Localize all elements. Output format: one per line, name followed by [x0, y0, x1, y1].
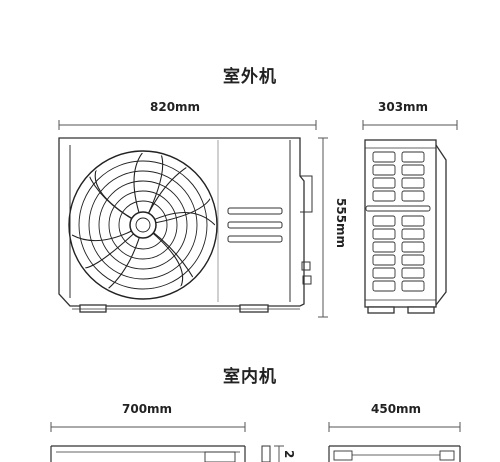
- indoor-depth-dimension-line: [328, 422, 461, 432]
- outdoor-unit-title: 室外机: [223, 67, 277, 87]
- indoor-width-label: 700mm: [122, 402, 173, 416]
- indoor-depth-label: 450mm: [371, 402, 422, 416]
- indoor-height-dimension-line: [274, 445, 284, 462]
- indoor-width-dimension-line: [50, 422, 246, 432]
- indoor-unit-front-view: [50, 445, 271, 462]
- outdoor-side-grille: [365, 151, 431, 292]
- indoor-unit-side-view: [328, 445, 461, 462]
- outdoor-depth-dimension-line: [362, 120, 458, 130]
- outdoor-pipe-valves: [301, 261, 312, 285]
- outdoor-vent-slots: [227, 207, 283, 243]
- outdoor-width-label: 820mm: [150, 100, 201, 114]
- indoor-unit-title: 室内机: [223, 367, 277, 387]
- outdoor-width-dimension-line: [58, 120, 317, 130]
- outdoor-height-dimension-line: [318, 137, 328, 318]
- outdoor-unit-front-view: [58, 137, 313, 313]
- outdoor-depth-label: 303mm: [378, 100, 429, 114]
